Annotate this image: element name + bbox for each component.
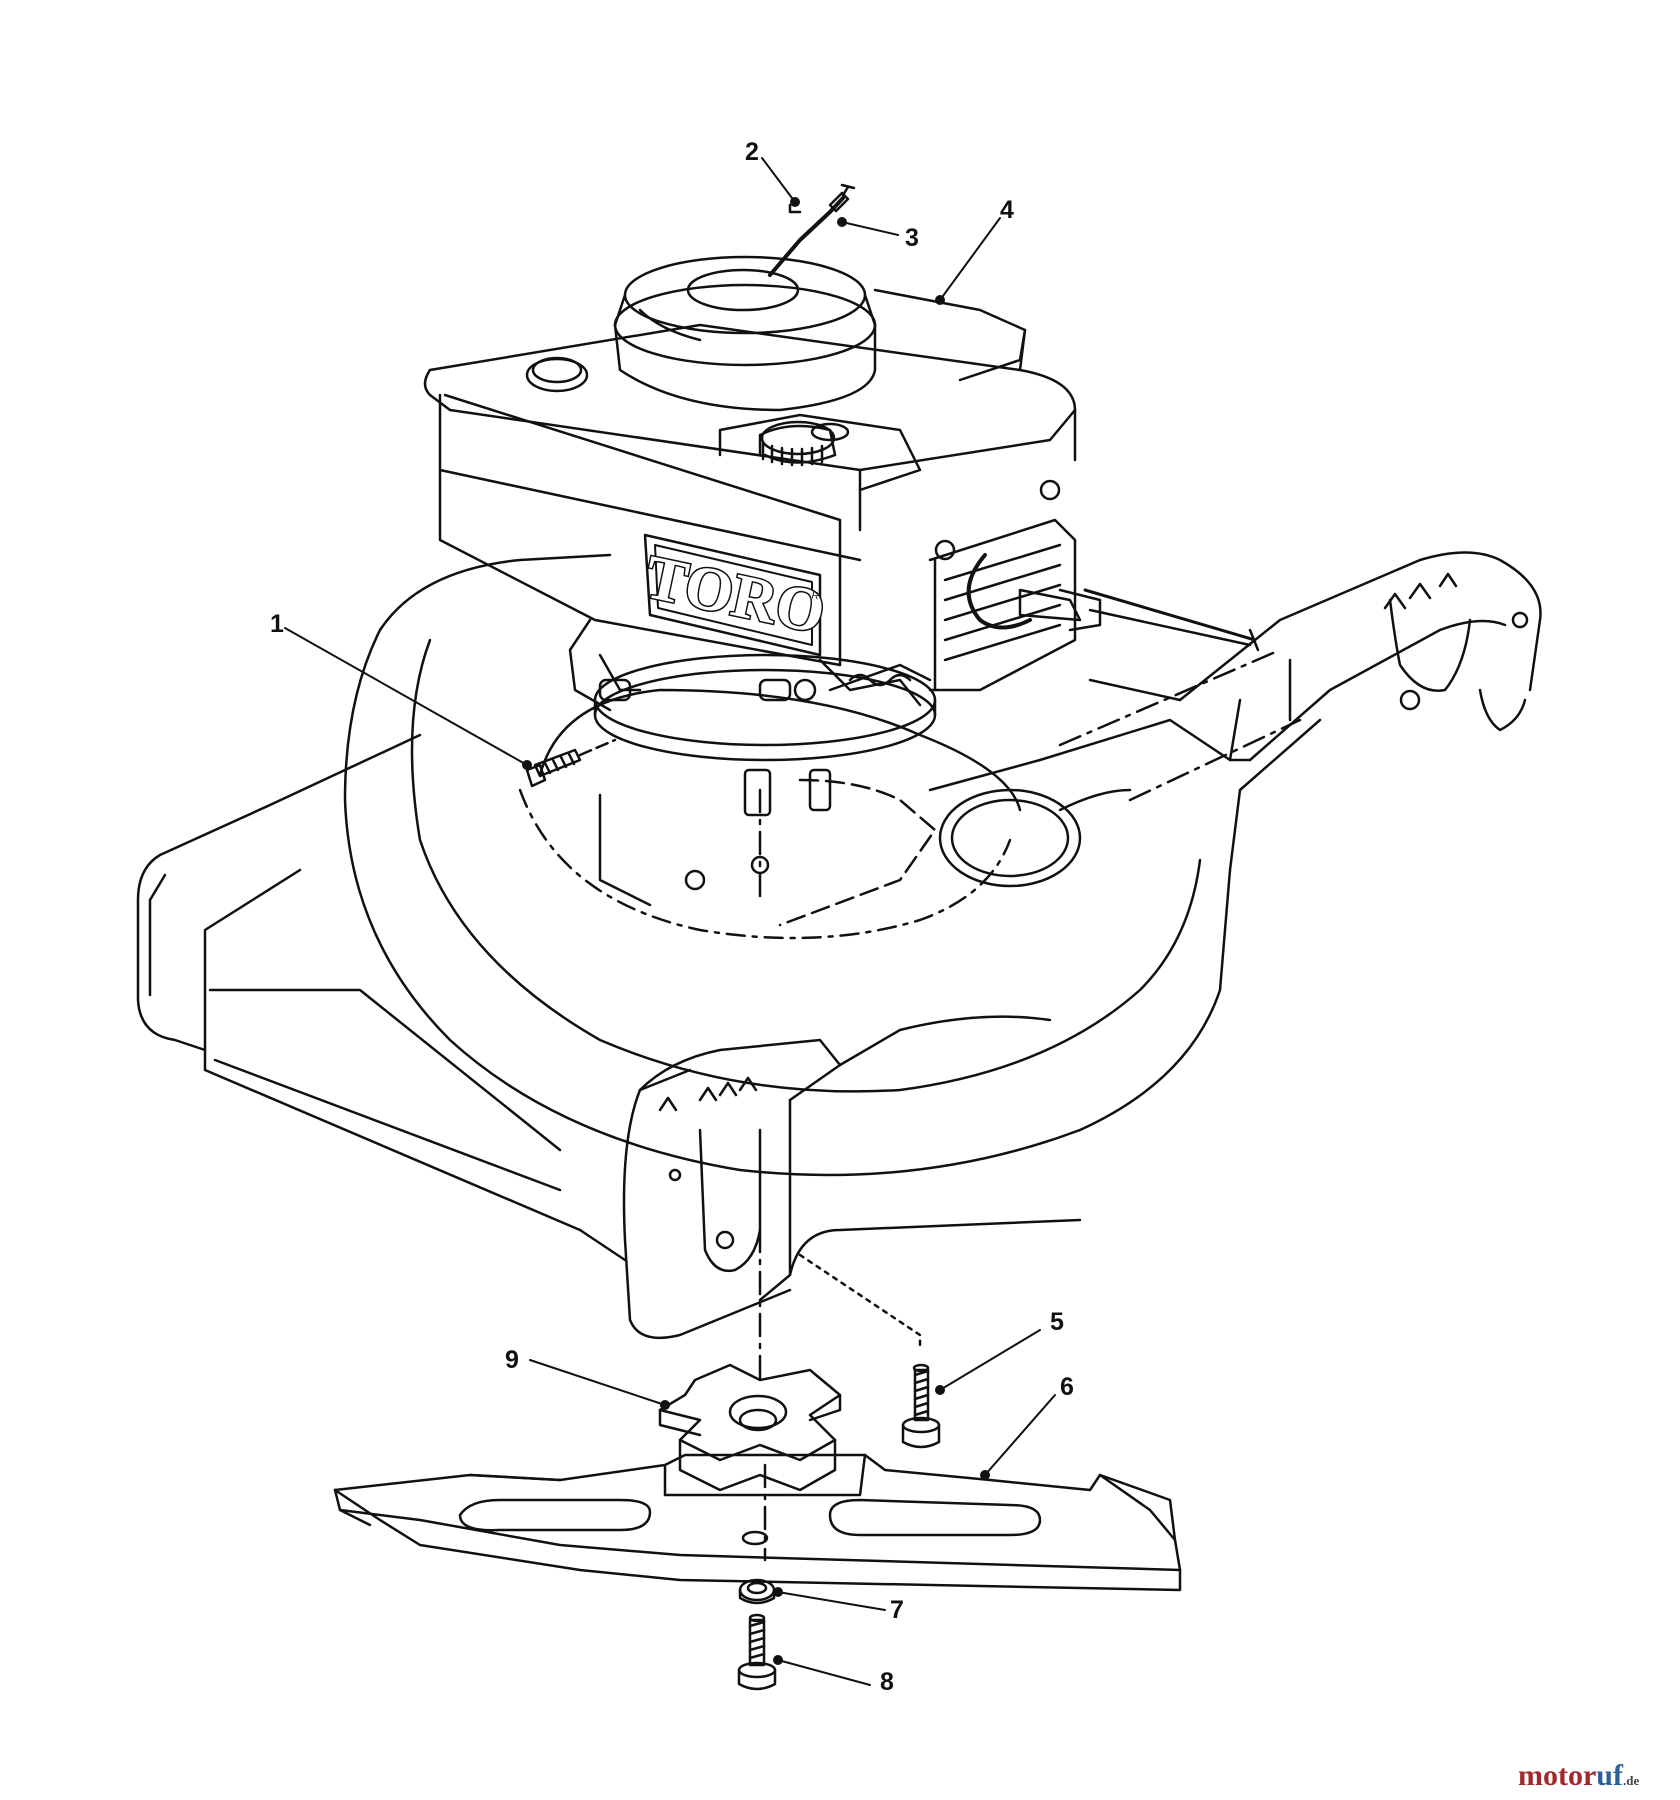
mower-deck [136, 551, 1542, 1340]
blade-mount-bolt [737, 1613, 777, 1691]
toro-logo-text: TORO [639, 543, 831, 647]
callout-8: 8 [880, 1668, 894, 1696]
lock-washer [738, 1578, 776, 1605]
engine-mount-bolt [525, 738, 617, 788]
blade-bolt [901, 1363, 941, 1449]
watermark-part-3: .de [1623, 1773, 1639, 1788]
callout-3: 3 [905, 224, 919, 252]
callout-2: 2 [745, 138, 759, 166]
callout-numbers: 1 2 3 4 5 6 7 8 9 [270, 138, 1074, 1696]
engine [423, 255, 1102, 891]
callout-9: 9 [505, 1346, 519, 1374]
callout-6: 6 [1060, 1373, 1074, 1401]
watermark: motoruf.de [1518, 1759, 1639, 1792]
callout-5: 5 [1050, 1308, 1064, 1336]
mower-blade [333, 1453, 1182, 1592]
watermark-part-2: uf [1596, 1759, 1624, 1792]
callout-4: 4 [1000, 196, 1014, 224]
throttle-cable [768, 183, 856, 277]
blade-adapter [658, 1363, 842, 1492]
toro-logo: TORO R [638, 541, 833, 648]
watermark-part-1: motor [1518, 1759, 1596, 1792]
svg-text:motoruf.de: motoruf.de [1518, 1759, 1639, 1792]
registered-mark: R [810, 590, 819, 602]
callout-7: 7 [890, 1596, 904, 1624]
callout-1: 1 [270, 610, 284, 638]
callout-leaders [284, 157, 1056, 1686]
